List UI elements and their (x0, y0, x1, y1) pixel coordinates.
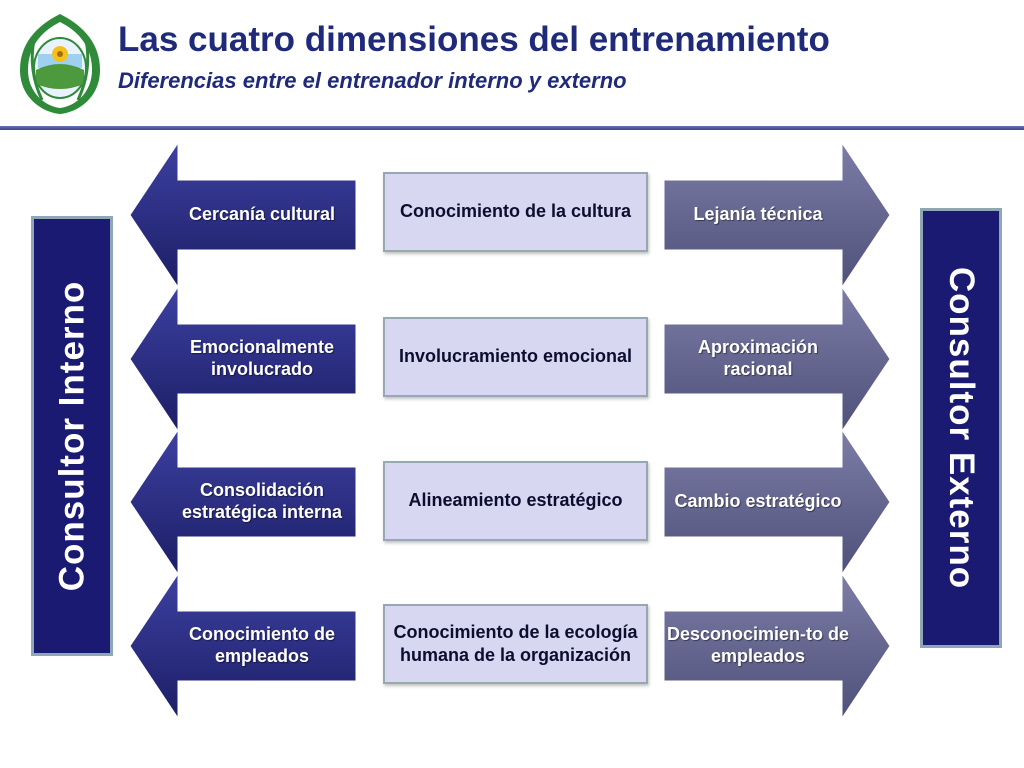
left-arrow-4: Conocimiento de empleados (129, 572, 357, 720)
left-arrow-label: Cercanía cultural (188, 204, 336, 225)
right-arrow-1: Lejanía técnica (663, 141, 891, 289)
center-box-4: Conocimiento de la ecología humana de la… (383, 604, 648, 684)
left-arrow-shape (129, 572, 357, 720)
right-arrow-3: Cambio estratégico (663, 428, 891, 576)
page-subtitle: Diferencias entre el entrenador interno … (118, 68, 627, 93)
right-arrow-label: Aproximación racional (697, 337, 819, 379)
center-box-label: Conocimiento de la ecología humana de la… (393, 621, 638, 665)
center-box-1: Conocimiento de la cultura (383, 172, 648, 252)
right-arrow-shape (663, 572, 891, 720)
center-box-label: Alineamiento estratégico (408, 490, 623, 511)
left-arrow-shape (129, 428, 357, 576)
left-arrow-label: Conocimiento de empleados (188, 624, 335, 666)
left-arrow-label: Emocionalmente involucrado (189, 337, 335, 379)
center-box-label: Conocimiento de la cultura (399, 201, 632, 222)
right-arrow-label: Cambio estratégico (674, 491, 842, 512)
left-arrow-3: Consolidación estratégica interna (129, 428, 357, 576)
right-arrow-4: Desconocimien-to de empleados (663, 572, 891, 720)
left-arrow-2: Emocionalmente involucrado (129, 285, 357, 433)
consultor-externo-panel: Consultor Externo (920, 208, 1002, 648)
left-arrow-label: Consolidación estratégica interna (181, 480, 343, 522)
right-arrow-shape (663, 428, 891, 576)
consultor-interno-panel: Consultor Interno (31, 216, 113, 656)
right-arrow-2: Aproximación racional (663, 285, 891, 433)
left-arrow-shape (129, 141, 357, 289)
right-arrow-label: Lejanía técnica (693, 204, 823, 225)
center-box-label: Involucramiento emocional (398, 346, 633, 367)
header-divider (0, 126, 1024, 130)
right-arrow-shape (663, 285, 891, 433)
left-arrow-1: Cercanía cultural (129, 141, 357, 289)
center-box-2: Involucramiento emocional (383, 317, 648, 397)
right-arrow-label: Desconocimien-to de empleados (666, 624, 850, 666)
page-title: Las cuatro dimensiones del entrenamiento (118, 20, 830, 59)
center-box-3: Alineamiento estratégico (383, 461, 648, 541)
right-arrow-shape (663, 141, 891, 289)
consultor-interno-label: Consultor Interno (52, 280, 91, 592)
left-arrow-shape (129, 285, 357, 433)
consultor-externo-label: Consultor Externo (942, 266, 982, 590)
university-seal-icon (20, 14, 100, 114)
